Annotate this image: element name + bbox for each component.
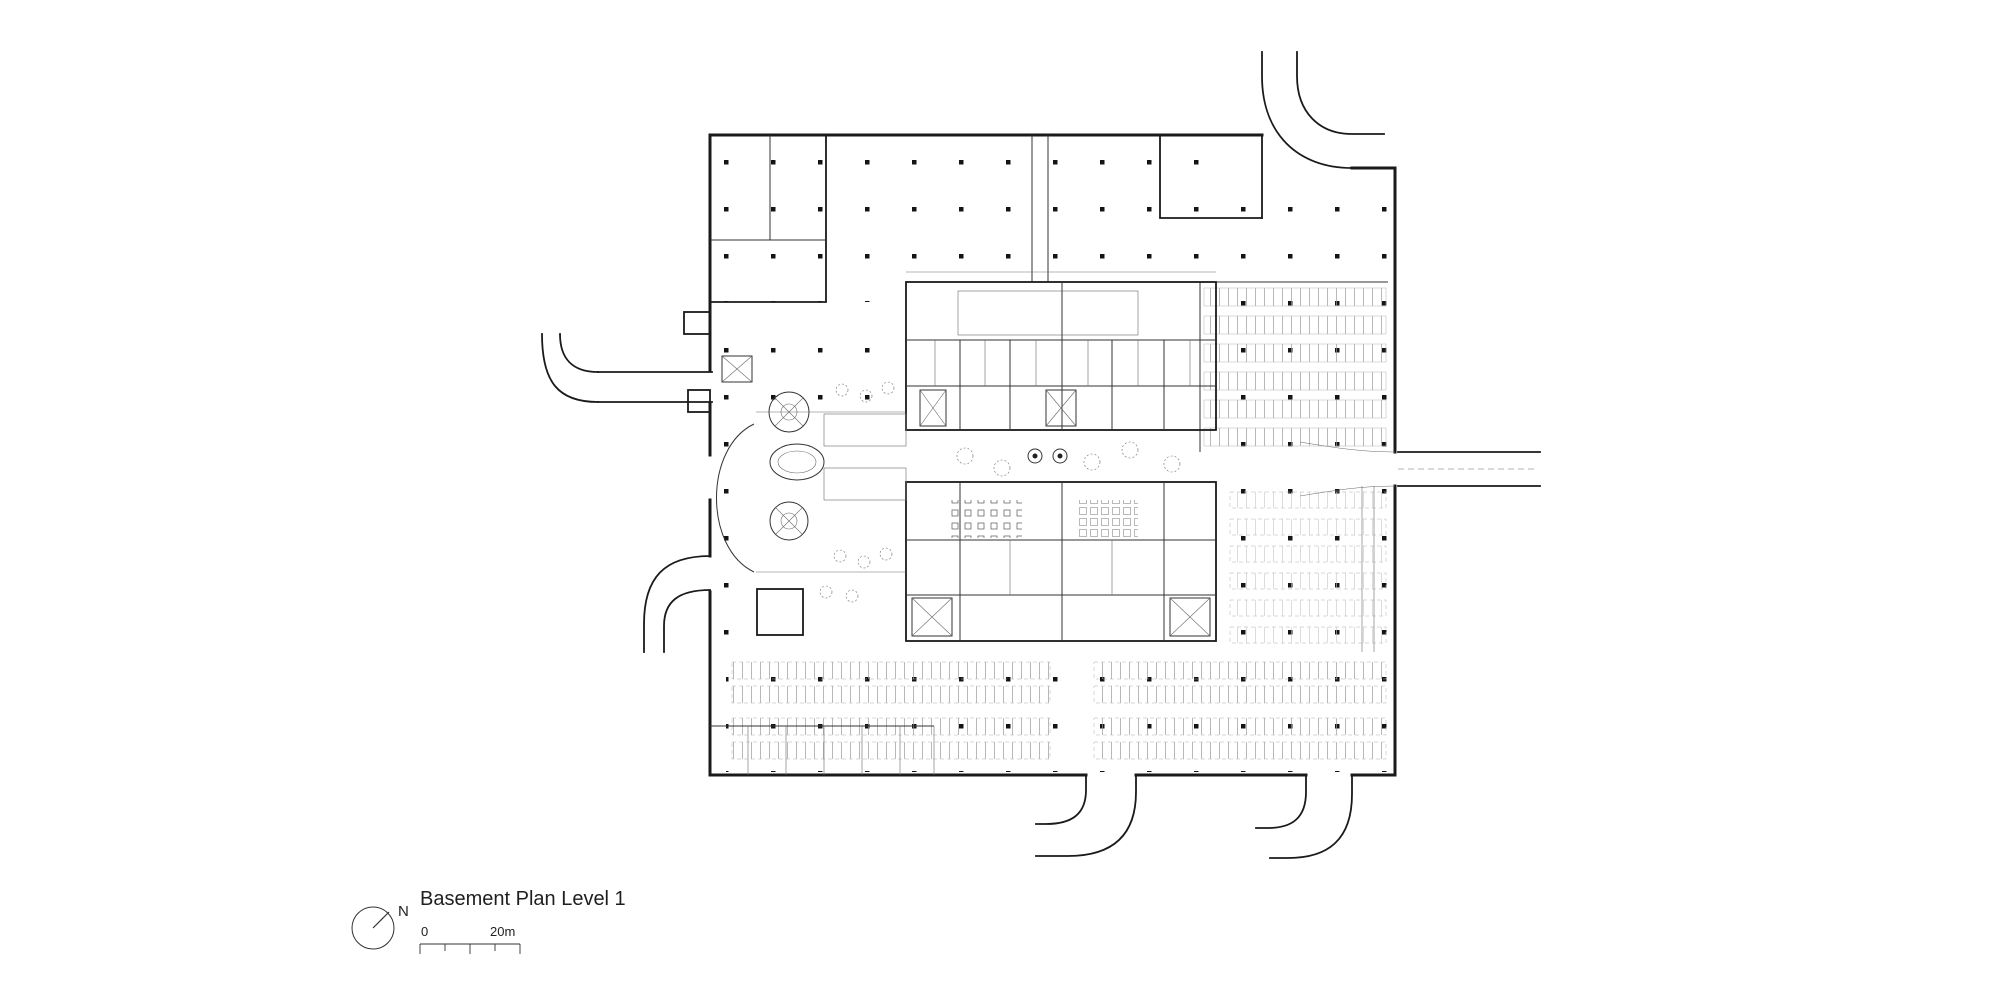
spiral-stair-lower [769, 501, 809, 541]
north-label: N [398, 903, 409, 920]
ramp-top-right [1261, 51, 1385, 169]
scale-bar: 0 20m [419, 924, 521, 954]
rooms-top-left [683, 134, 827, 413]
scale-zero-label: 0 [421, 924, 428, 939]
north-arrow-icon [351, 906, 395, 950]
ramp-bottom-center [1035, 774, 1137, 857]
scale-max-label: 20m [490, 924, 515, 939]
ramp-left-lower [643, 555, 711, 653]
ramp-bottom-right [1255, 774, 1353, 859]
rooms-bottom-left [710, 588, 935, 775]
corridor-top-center [906, 135, 1216, 282]
parking-top-right [1199, 281, 1388, 452]
rooms-top-right [1159, 134, 1263, 219]
plan-title: Basement Plan Level 1 [420, 888, 626, 910]
core-lower [905, 481, 1217, 642]
concourse-furniture [956, 441, 1181, 477]
road-east [1299, 441, 1541, 497]
parking-mid-right [1229, 486, 1387, 652]
west-lobby [716, 381, 907, 603]
core-upper [905, 281, 1217, 431]
parking-bottom [731, 661, 1387, 760]
road-west-entry [541, 333, 713, 403]
title-block: N Basement Plan Level 1 0 20m [351, 888, 626, 954]
oval-feature [769, 443, 825, 481]
